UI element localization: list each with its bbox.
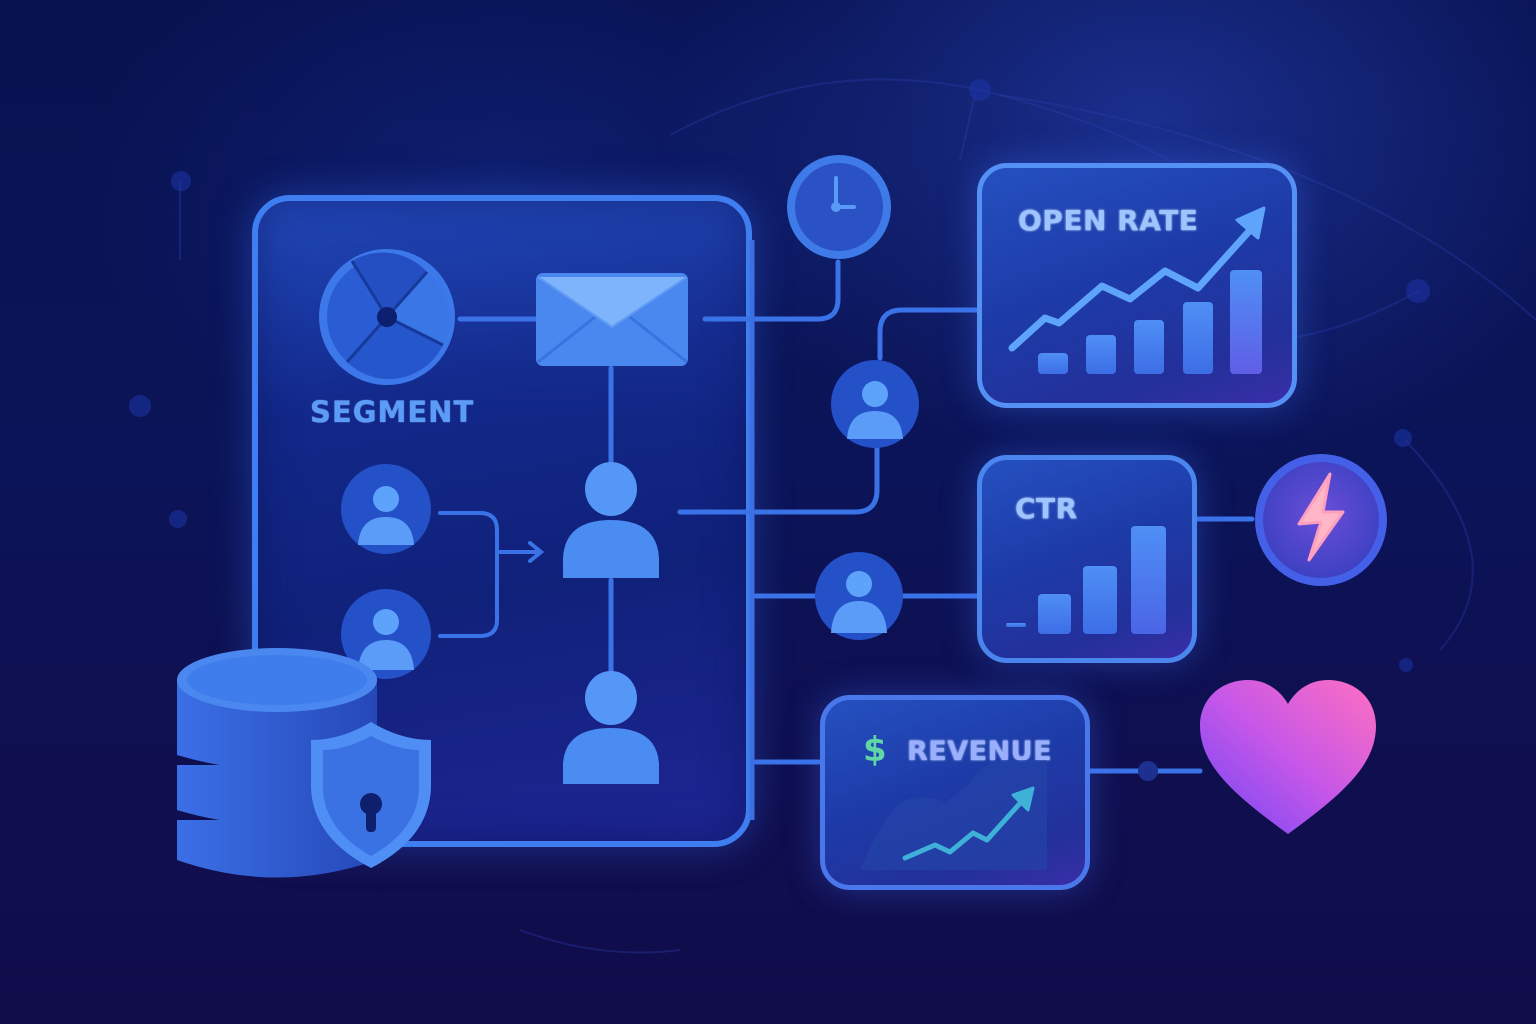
user-node-center-top[interactable]: [561, 462, 661, 582]
user-node-center-bottom[interactable]: [561, 670, 661, 788]
open-rate-card[interactable]: OPEN RATE: [977, 163, 1297, 408]
user-node-right-upper[interactable]: [830, 359, 920, 449]
ctr-bar: [1083, 566, 1117, 634]
heart-icon[interactable]: [1196, 676, 1380, 838]
clock-icon[interactable]: [784, 152, 894, 262]
revenue-trend-chart: [860, 760, 1047, 870]
shield-lock-icon: [311, 722, 431, 868]
ctr-bar: [1006, 623, 1026, 627]
segment-label: SEGMENT: [310, 395, 475, 429]
user-node-left-top[interactable]: [340, 463, 432, 555]
segment-pie-icon: [319, 249, 455, 385]
open-rate-bar: [1230, 270, 1262, 374]
ctr-title: CTR: [1015, 492, 1078, 525]
trend-up-arrow-icon: [1008, 206, 1266, 352]
open-rate-bar: [1183, 302, 1213, 374]
lightning-icon[interactable]: [1251, 452, 1391, 592]
revenue-card[interactable]: $ REVENUE: [820, 695, 1090, 890]
open-rate-bar: [1038, 353, 1068, 374]
ctr-bar: [1038, 594, 1071, 634]
user-node-right-lower[interactable]: [814, 551, 904, 641]
open-rate-bar: [1134, 320, 1164, 374]
email-envelope-icon[interactable]: [535, 272, 690, 368]
user-node-left-bottom[interactable]: [340, 588, 432, 680]
ctr-card[interactable]: CTR: [977, 455, 1197, 663]
ctr-bar: [1131, 526, 1166, 634]
dollar-icon: $: [863, 730, 887, 770]
open-rate-bar: [1086, 335, 1116, 374]
open-rate-title: OPEN RATE: [1018, 204, 1199, 237]
